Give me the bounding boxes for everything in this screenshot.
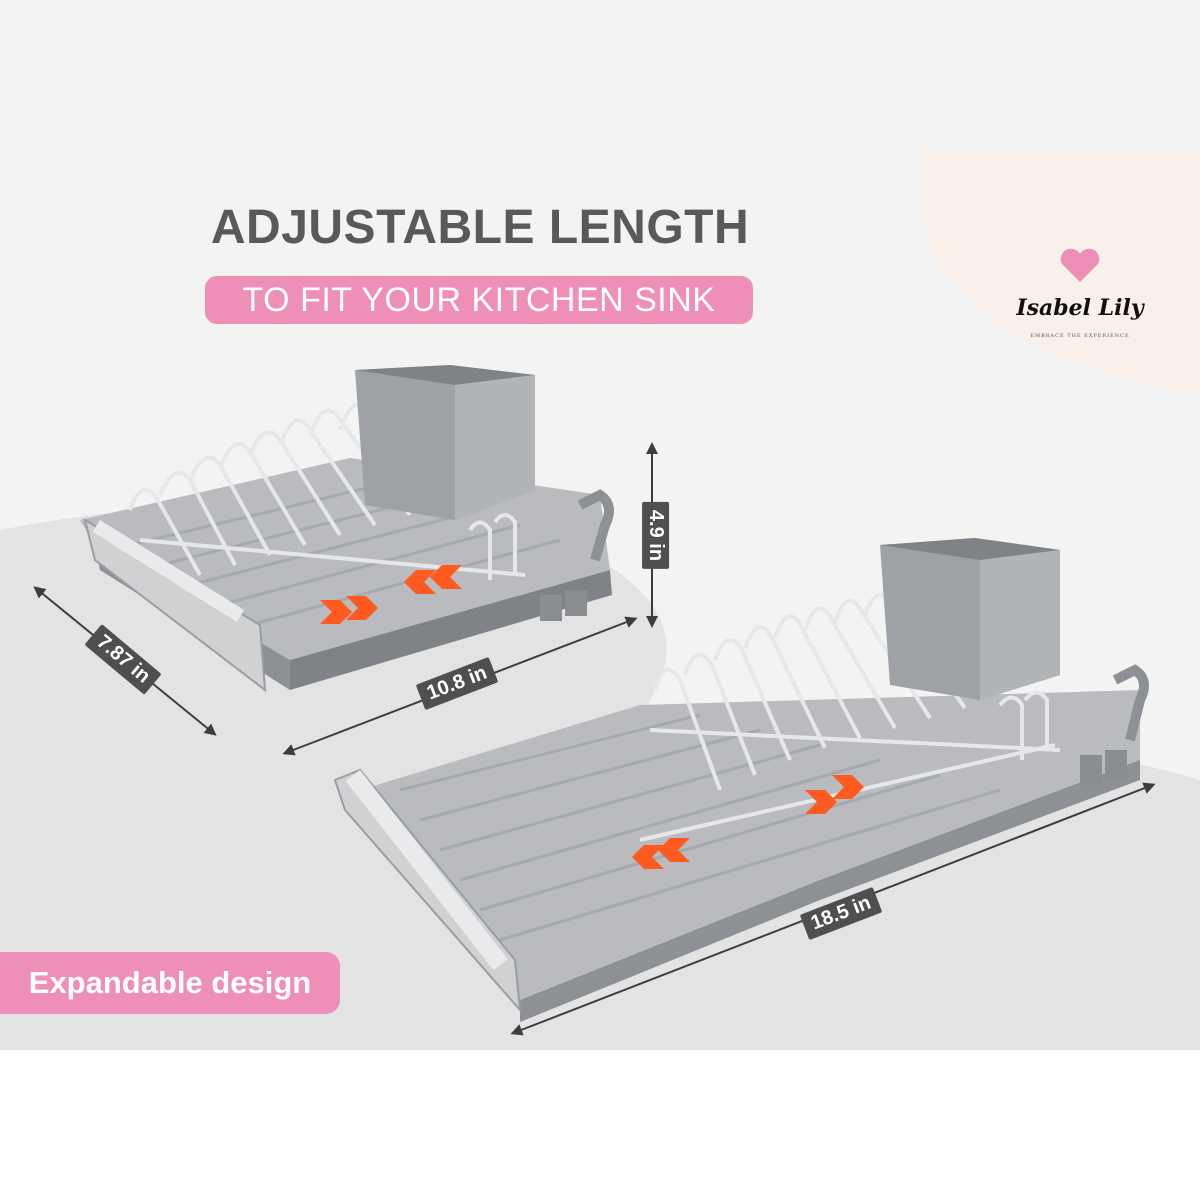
subheadline: TO FIT YOUR KITCHEN SINK <box>205 276 753 324</box>
feature-badge: Expandable design <box>0 952 340 1014</box>
brand-corner-panel <box>919 150 1200 395</box>
collapse-arrows-left <box>404 565 462 594</box>
height-label: 4.9 in <box>642 501 670 570</box>
rack-foot <box>565 590 587 616</box>
brand-tagline: EMBRACE THE EXPERIENCE <box>1030 333 1130 339</box>
headline: ADJUSTABLE LENGTH <box>210 201 750 254</box>
rack-plate-wires <box>128 402 526 580</box>
brand-name: Isabel Lily <box>1016 295 1144 321</box>
utensil-caddy-side <box>980 550 1060 700</box>
brand-logo: Isabel Lily EMBRACE THE EXPERIENCE <box>1010 248 1150 339</box>
rack-handle <box>577 489 614 562</box>
rack-foot <box>1105 750 1127 780</box>
rack-foot <box>1080 755 1102 785</box>
utensil-caddy-side <box>455 375 535 520</box>
bottom-band <box>0 1050 1200 1200</box>
utensil-caddy-top <box>880 538 1060 560</box>
heart-icon <box>1060 248 1100 282</box>
rack-handle <box>1112 664 1149 742</box>
rack-steel-bar <box>345 770 508 971</box>
utensil-caddy-top <box>355 365 535 385</box>
rack-foot <box>540 595 562 621</box>
